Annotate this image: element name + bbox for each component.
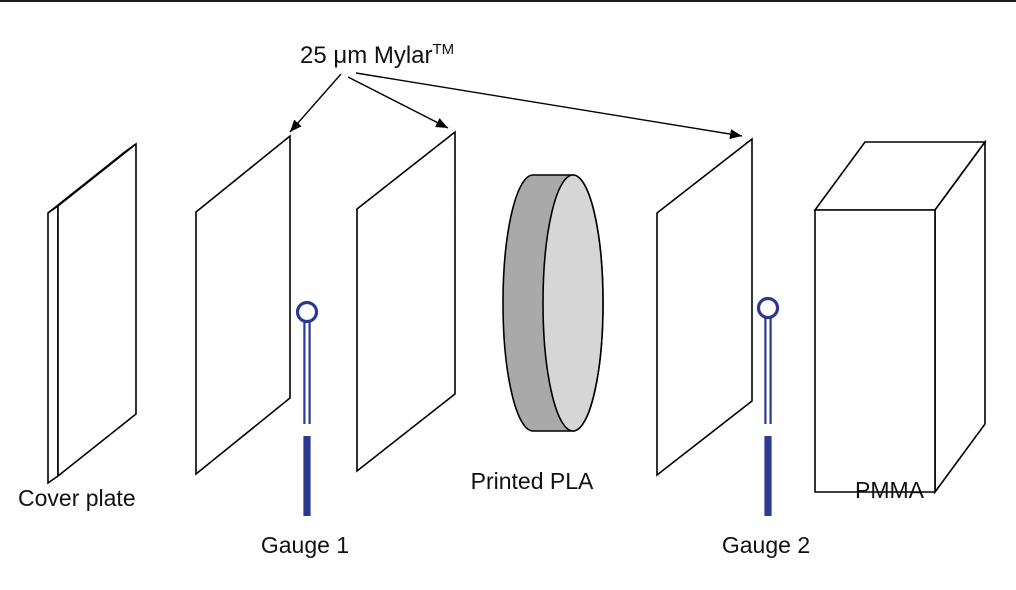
cover-plate-side-edge — [47, 204, 59, 485]
pmma-front-face — [814, 209, 936, 493]
pla-cylinder-face — [542, 174, 604, 432]
cover-plate-shape — [47, 142, 137, 485]
cover-plate-label: Cover plate — [18, 485, 136, 511]
mylar-arrow-1 — [289, 73, 342, 133]
gauge-1-probe — [295, 300, 319, 516]
gauge-2-lead — [764, 436, 772, 516]
cover-plate-face — [57, 142, 137, 478]
gauge-2-label: Gauge 2 — [722, 532, 810, 558]
mylar-sheet-2 — [356, 130, 456, 473]
gauge-1-lead — [303, 436, 311, 516]
mylar-sheet-3 — [656, 137, 753, 477]
gauge-1-ring — [295, 300, 319, 324]
mylar-label-superscript: TM — [433, 41, 455, 58]
mylar-arrow-2 — [347, 76, 449, 129]
mylar-label-main: 25 μm Mylar — [300, 42, 433, 69]
gauge-2-ring — [756, 296, 780, 320]
mylar-annotation-arrows — [289, 72, 743, 140]
pmma-block-shape — [813, 139, 987, 495]
printed-pla-cylinder — [502, 174, 604, 432]
gauge-2-probe — [756, 296, 780, 516]
pmma-label: PMMA — [855, 477, 925, 503]
gauge-1-label: Gauge 1 — [261, 532, 349, 558]
figure-top-border — [0, 0, 1016, 2]
mylar-arrow-3 — [355, 72, 743, 140]
mylar-label: 25 μm MylarTM — [300, 41, 454, 69]
mylar-sheet-1 — [195, 134, 291, 476]
printed-pla-label: Printed PLA — [471, 468, 594, 494]
